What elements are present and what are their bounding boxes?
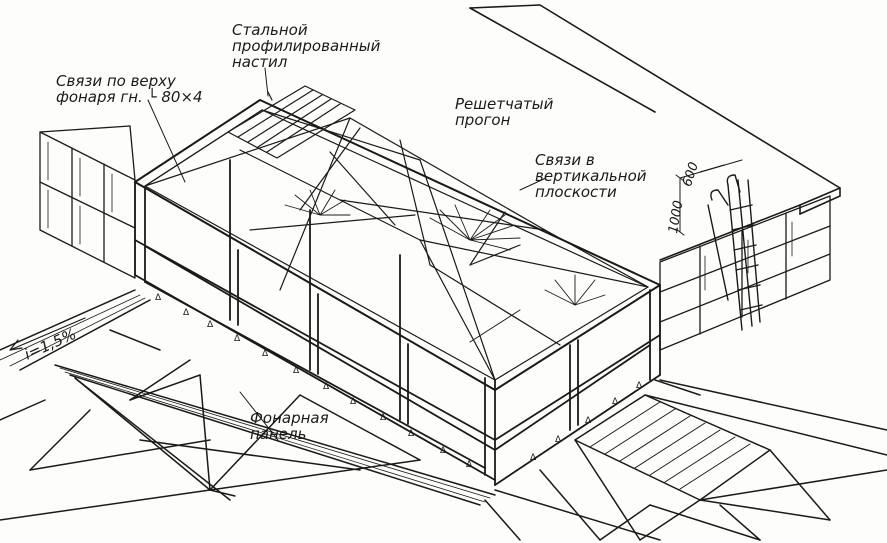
label-skylight-panel-line1: Фонарная (250, 409, 329, 427)
svg-text:Δ: Δ (530, 453, 537, 463)
label-vertical-bracing-line2: вертикальной (535, 167, 647, 185)
label-skylight-panel: Фонарная панель (250, 410, 329, 442)
label-top-bracing-line2: фонаря гн. (56, 88, 143, 106)
label-lattice-purlin: Решетчатый прогон (455, 96, 553, 128)
svg-text:Δ: Δ (350, 397, 357, 407)
label-vertical-bracing: Связи в вертикальной плоскости (535, 152, 647, 200)
slope-arrow (9, 317, 86, 351)
dimension-lines (675, 159, 743, 236)
label-steel-deck-line1: Стальной (232, 21, 308, 39)
svg-text:Δ: Δ (323, 382, 330, 392)
label-skylight-panel-line2: панель (250, 425, 307, 443)
svg-text:Δ: Δ (585, 416, 592, 426)
steel-deck-strip-top (227, 85, 356, 159)
skylight-top-frame (134, 99, 661, 391)
skylight-front-face (134, 159, 496, 486)
svg-text:Δ: Δ (555, 435, 562, 445)
roof-slab-top (469, 4, 841, 261)
label-top-bracing-size: 80×4 (161, 88, 203, 106)
label-steel-deck-line3: настил (232, 53, 288, 71)
roof-deck-lower-left (0, 289, 496, 521)
svg-text:Δ: Δ (234, 334, 241, 344)
svg-text:Δ: Δ (612, 397, 619, 407)
access-ladder (707, 174, 763, 331)
lattice-purlin-fans (284, 189, 606, 306)
label-steel-deck-line2: профилированный (232, 37, 381, 55)
svg-text:Δ: Δ (636, 381, 643, 391)
leader-lines (147, 67, 547, 441)
svg-text:Δ: Δ (408, 429, 415, 439)
label-lattice-purlin-line1: Решетчатый (455, 95, 554, 113)
skylight-end-face: Δ Δ Δ Δ Δ (494, 284, 661, 486)
svg-text:Δ: Δ (183, 308, 190, 318)
label-vertical-bracing-line3: плоскости (535, 183, 617, 201)
label-top-bracing-line1: Связи по верху (56, 72, 176, 90)
top-plane-bracing (144, 109, 649, 381)
roof-deck-lower-right (484, 379, 887, 541)
left-wall-panels (39, 125, 136, 279)
svg-text:Δ: Δ (262, 349, 269, 359)
label-top-bracing-line2-row: фонаря гн. └ 80×4 (56, 89, 203, 105)
svg-text:Δ: Δ (293, 366, 300, 376)
label-steel-deck: Стальной профилированный настил (232, 22, 380, 70)
label-lattice-purlin-line2: прогон (455, 111, 511, 129)
svg-text:Δ: Δ (155, 293, 162, 303)
angle-section-icon: └ (147, 88, 157, 106)
label-top-bracing: Связи по верху фонаря гн. └ 80×4 (56, 73, 203, 105)
svg-text:Δ: Δ (207, 320, 214, 330)
svg-text:Δ: Δ (466, 460, 473, 470)
svg-text:Δ: Δ (440, 446, 447, 456)
svg-text:Δ: Δ (380, 413, 387, 423)
label-vertical-bracing-line1: Связи в (535, 151, 595, 169)
panel-bolt-marks: Δ Δ Δ Δ Δ Δ Δ Δ Δ Δ Δ Δ (155, 293, 473, 470)
right-wall-panels (659, 195, 831, 351)
